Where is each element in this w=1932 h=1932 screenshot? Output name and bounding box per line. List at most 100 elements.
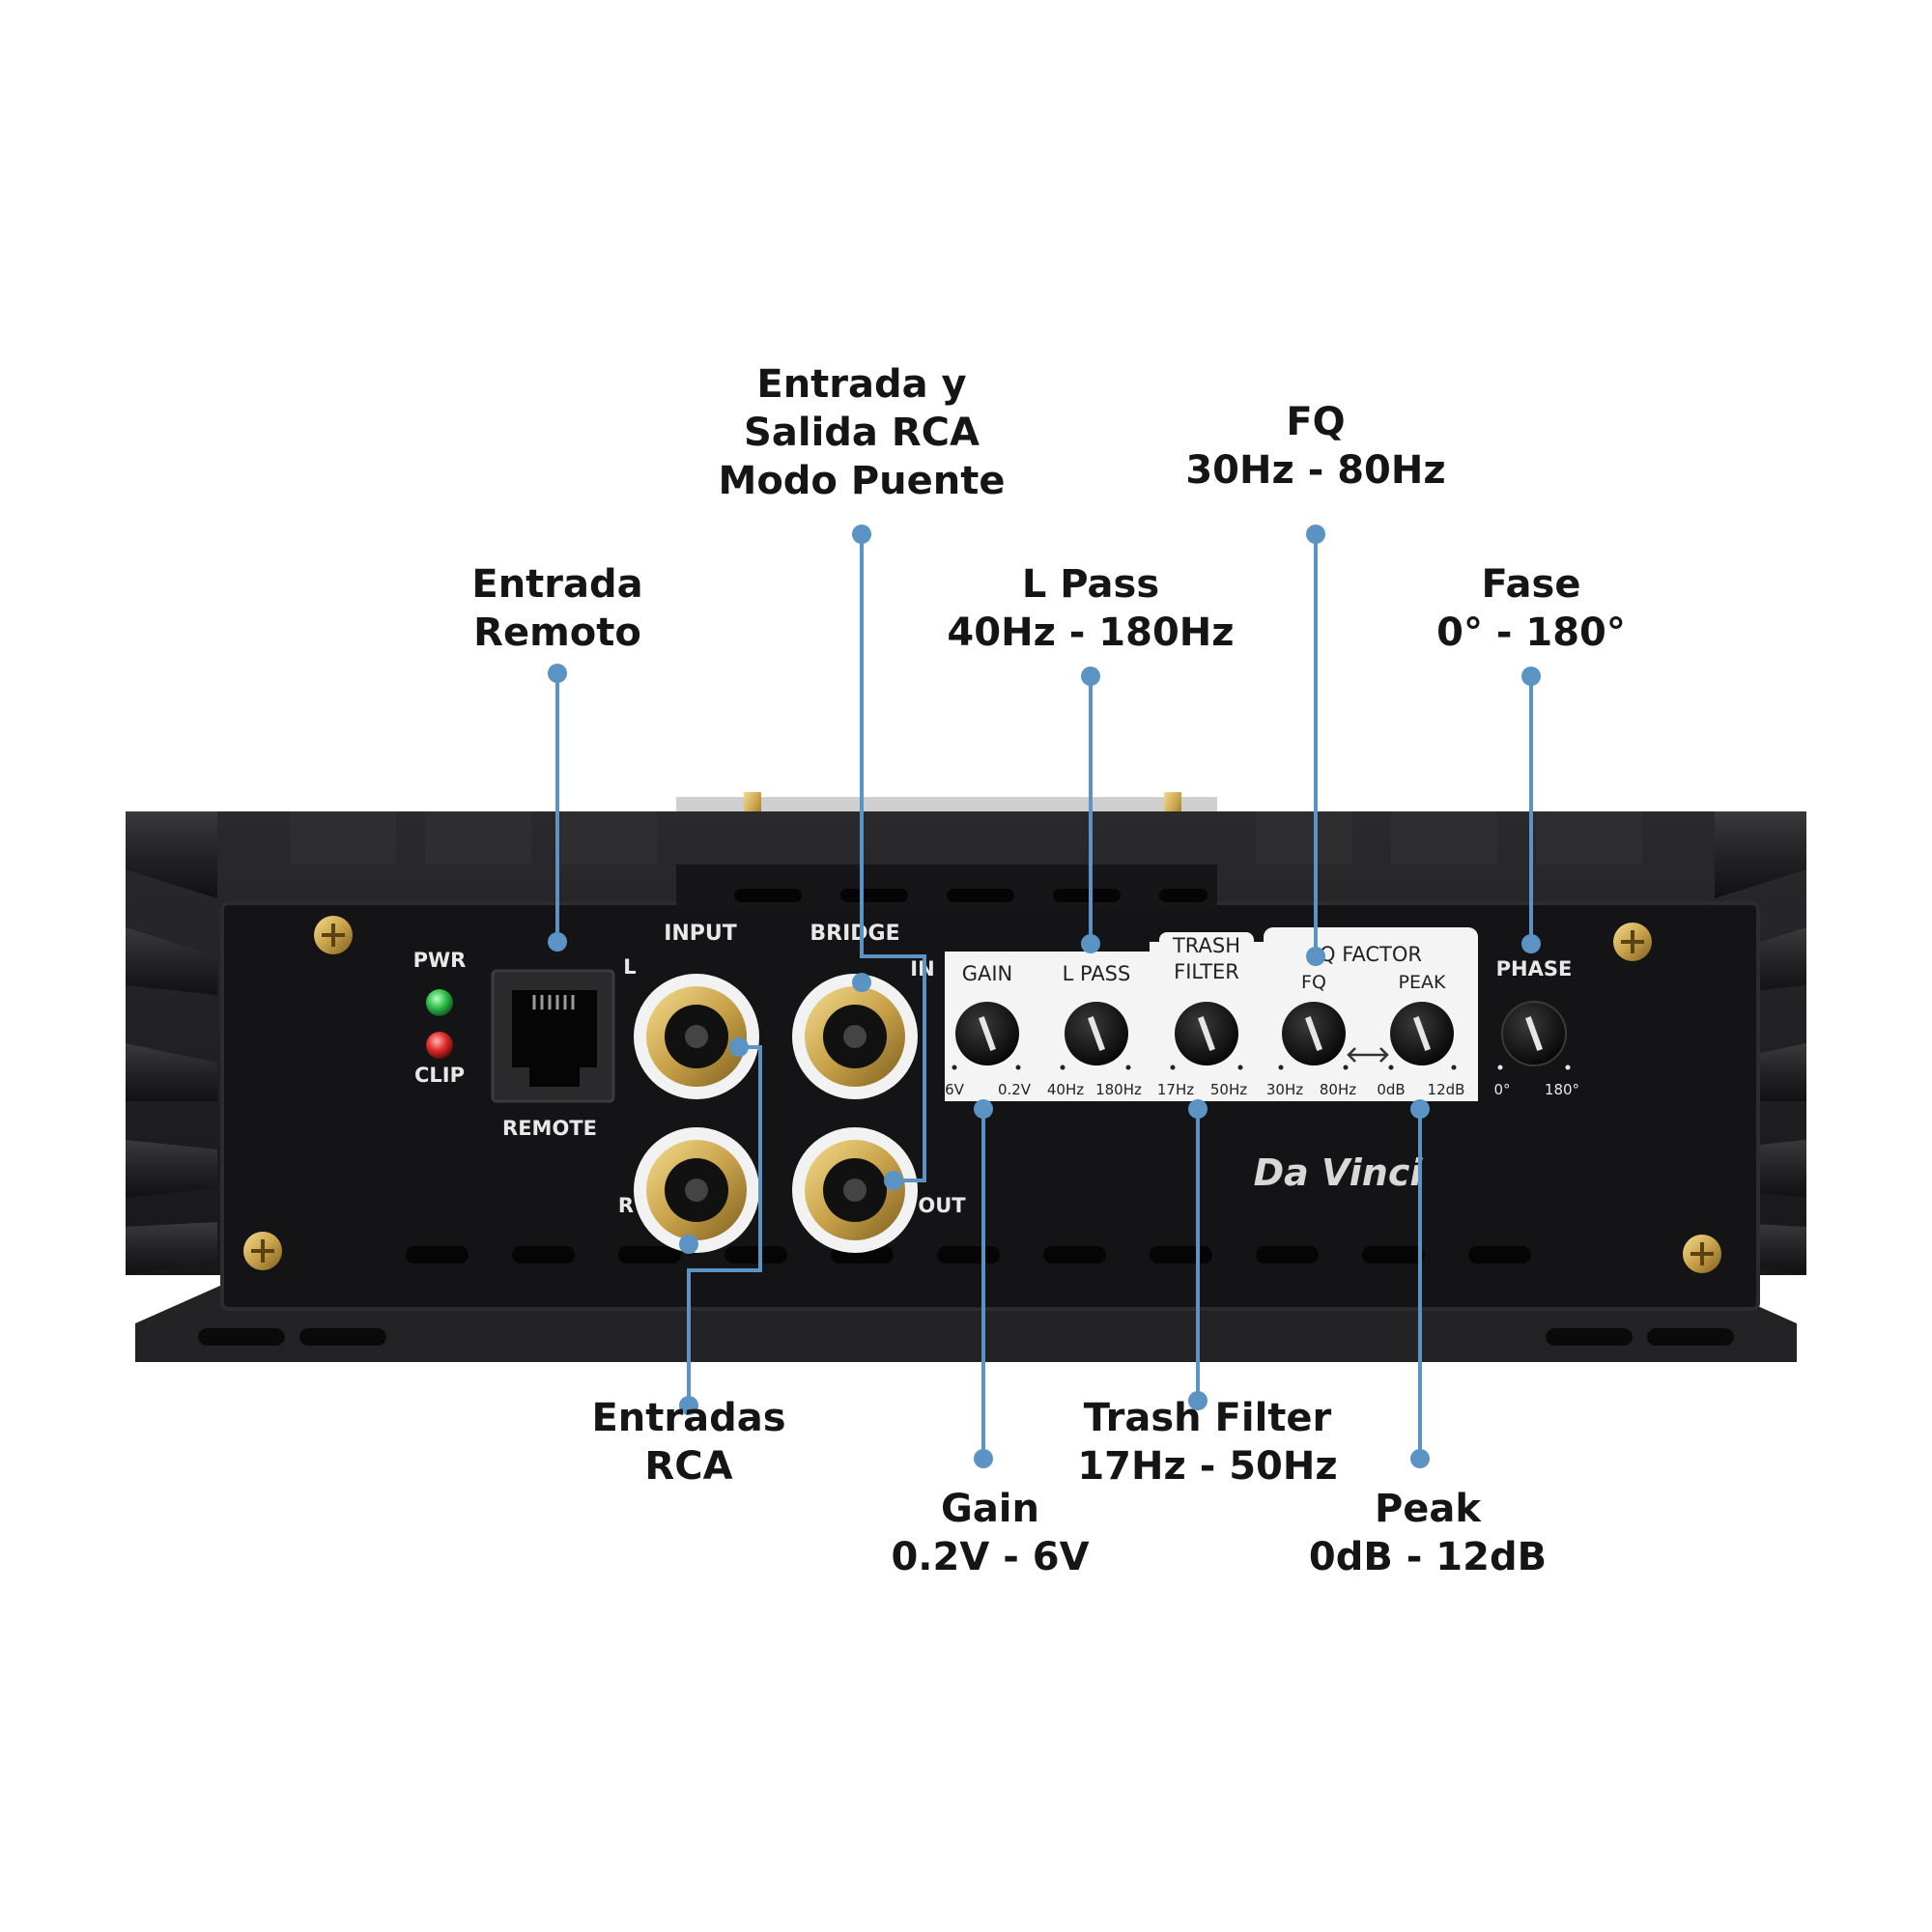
dot-entrada-remoto-end [548, 932, 567, 952]
peak-panel-label: PEAK [1399, 972, 1446, 993]
dot-rca-right [679, 1235, 698, 1254]
callout-fq: FQ 30Hz - 80Hz [1185, 398, 1445, 495]
double-arrow-icon [1347, 1047, 1389, 1063]
rca-bridge-out[interactable] [792, 1127, 918, 1253]
dot-fase-end [1521, 934, 1541, 953]
mount-slot-left-a [198, 1328, 285, 1346]
rca-bridge-in[interactable] [792, 974, 918, 1099]
lpass-min-label: 40Hz [1047, 1081, 1084, 1098]
callout-fase-line-2: 0° - 180° [1436, 611, 1626, 655]
dot-gain-bottom [974, 1449, 993, 1468]
phase-min-label: 0° [1493, 1081, 1510, 1098]
dot-rca-left [729, 1037, 749, 1057]
lpass-panel-label: L PASS [1063, 962, 1131, 985]
callout-leaders [555, 534, 1533, 1459]
fq-panel-label: FQ [1301, 972, 1326, 993]
dot-fq-top [1306, 525, 1325, 544]
heatsink-top-ridges [290, 811, 1642, 865]
dot-peak-bottom [1410, 1449, 1430, 1468]
screw-top-left [314, 916, 353, 954]
peak-knob[interactable] [1390, 1002, 1454, 1065]
callout-entrada-puente-line-3: Modo Puente [718, 459, 1006, 503]
input-label: INPUT [664, 922, 737, 946]
gain-panel-label: GAIN [962, 962, 1013, 985]
bridge-out-label: OUT [918, 1194, 966, 1217]
remote-port[interactable] [491, 969, 615, 1103]
mount-slot-right-a [1546, 1328, 1633, 1346]
dot-entrada-remoto-top [548, 664, 567, 683]
phase-dot-max [1565, 1065, 1571, 1070]
callout-l-pass-line-2: 40Hz - 180Hz [947, 611, 1235, 655]
gain-max-label: 0.2V [998, 1081, 1032, 1098]
callout-dots [548, 525, 1541, 1468]
callout-gain: Gain 0.2V - 6V [891, 1485, 1089, 1581]
amplifier-body: PWR CLIP REMOTE INPUT BRIDGE L R IN OUT [126, 792, 1806, 1362]
screw-top-right [1613, 923, 1652, 961]
peak-min-label: 0dB [1377, 1081, 1405, 1098]
callout-entrada-puente-line-1: Entrada y [756, 362, 967, 407]
phase-knob[interactable] [1501, 1001, 1567, 1066]
callout-entrada-puente-line-2: Salida RCA [744, 411, 980, 455]
input-l-label: L [623, 955, 636, 979]
mount-slot-right-b [1647, 1328, 1734, 1346]
dot-bridge-out [884, 1171, 903, 1190]
callout-trash-filter-line-1: Trash Filter [1083, 1396, 1332, 1440]
callout-entrada-remoto-line-1: Entrada [471, 562, 643, 607]
callout-entradas-rca: Entradas RCA [591, 1394, 785, 1491]
callout-peak-line-1: Peak [1374, 1487, 1482, 1531]
callout-entrada-remoto-line-2: Remoto [473, 611, 641, 655]
dot-trash-bottom [1188, 1391, 1208, 1410]
qfactor-panel-label: Q FACTOR [1320, 943, 1422, 966]
dot-bridge-in [852, 973, 871, 992]
phase-dot-min [1497, 1065, 1503, 1070]
callout-peak-line-2: 0dB - 12dB [1308, 1535, 1548, 1579]
callout-peak: Peak 0dB - 12dB [1309, 1485, 1547, 1581]
pwr-led [426, 989, 453, 1016]
callout-l-pass-line-1: L Pass [1021, 562, 1160, 607]
fq-min-label: 30Hz [1266, 1081, 1303, 1098]
clip-label: CLIP [414, 1064, 465, 1087]
filter-panel-label: FILTER [1174, 960, 1239, 983]
fq-max-label: 80Hz [1320, 1081, 1356, 1098]
callout-l-pass: L Pass 40Hz - 180Hz [947, 560, 1234, 657]
gain-knob[interactable] [955, 1002, 1019, 1065]
mount-slot-left-b [299, 1328, 386, 1346]
phase-max-label: 180° [1545, 1081, 1579, 1098]
callout-fq-line-2: 30Hz - 80Hz [1185, 448, 1446, 493]
screw-bottom-right [1683, 1235, 1721, 1273]
trash-panel-label: TRASH [1172, 934, 1240, 957]
dot-fq-end [1306, 947, 1325, 966]
trash-max-label: 50Hz [1210, 1081, 1247, 1098]
trash-min-label: 17Hz [1157, 1081, 1194, 1098]
dot-peak-top [1410, 1099, 1430, 1119]
fq-knob[interactable] [1282, 1002, 1346, 1065]
gain-min-label: 6V [945, 1081, 965, 1098]
trash-filter-knob[interactable] [1175, 1002, 1238, 1065]
bridge-label: BRIDGE [810, 922, 899, 946]
dot-l-pass-top [1081, 667, 1100, 686]
dot-entradas-rca-bottom [679, 1396, 698, 1415]
callout-gain-line-2: 0.2V - 6V [891, 1535, 1090, 1579]
dot-trash-top [1188, 1099, 1208, 1119]
lpass-max-label: 180Hz [1095, 1081, 1142, 1098]
brand-logo: Da Vinci [1254, 1151, 1424, 1194]
dot-gain-top [974, 1099, 993, 1119]
callout-entrada-puente: Entrada y Salida RCA Modo Puente [719, 360, 1006, 505]
scale-dots [952, 1065, 1457, 1070]
leader-entradas-rca [687, 1045, 762, 1406]
screw-bottom-left [243, 1232, 282, 1270]
rca-input-right[interactable] [634, 1127, 759, 1253]
upper-vents [734, 889, 1208, 902]
lpass-knob[interactable] [1065, 1002, 1128, 1065]
input-r-label: R [618, 1194, 634, 1217]
pwr-label: PWR [413, 949, 467, 972]
leader-bridge [860, 534, 926, 1182]
rca-input-left[interactable] [634, 974, 759, 1099]
dot-l-pass-end [1081, 934, 1100, 953]
dot-bridge-top [852, 525, 871, 544]
callout-gain-line-1: Gain [940, 1487, 1039, 1531]
callout-fase: Fase 0° - 180° [1436, 560, 1626, 657]
callout-entradas-rca-line-2: RCA [644, 1444, 733, 1489]
remote-label: REMOTE [502, 1117, 597, 1140]
